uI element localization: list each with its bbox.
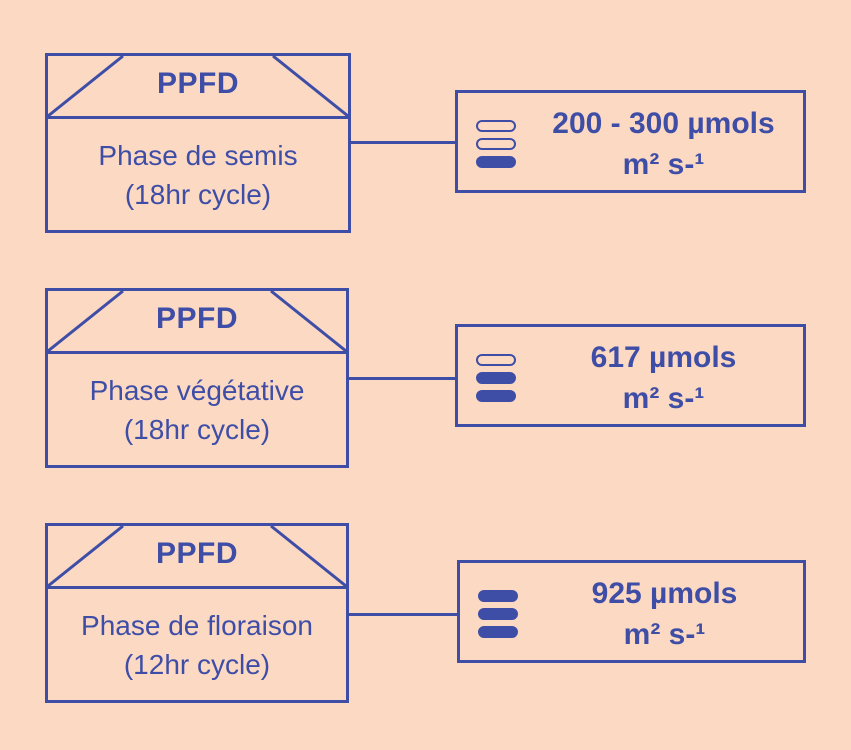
level-bar-filled xyxy=(476,372,516,384)
light-intensity-low-icon xyxy=(476,120,522,170)
value-text: 925 µmols m² s-¹ xyxy=(532,573,797,655)
level-bar-filled xyxy=(476,156,516,168)
ppfd-label: PPFD xyxy=(156,67,239,100)
ppfd-unit: m² s-¹ xyxy=(623,618,706,651)
connector-line xyxy=(349,613,457,616)
header-triangles xyxy=(48,291,346,351)
level-bar-filled xyxy=(478,590,518,602)
phase-header: PPFD xyxy=(48,291,346,354)
ppfd-unit: m² s-¹ xyxy=(622,382,705,415)
value-text: 617 µmols m² s-¹ xyxy=(530,337,797,419)
level-bar-empty xyxy=(476,120,516,132)
level-bar-empty xyxy=(476,354,516,366)
phase-name: Phase de semis xyxy=(98,139,298,171)
phase-body: Phase végétative (18hr cycle) xyxy=(48,354,346,465)
phase-header: PPFD xyxy=(48,526,346,589)
phase-cycle: (18hr cycle) xyxy=(124,178,272,210)
phase-name: Phase végétative xyxy=(89,374,305,406)
phase-cycle: (12hr cycle) xyxy=(123,648,271,680)
level-bar-filled xyxy=(476,390,516,402)
phase-name: Phase de floraison xyxy=(81,609,313,641)
phase-box-floraison: PPFD Phase de floraison (12hr cycle) xyxy=(45,523,349,703)
phase-body: Phase de floraison (12hr cycle) xyxy=(48,589,346,700)
phase-header: PPFD xyxy=(48,56,348,119)
connector-line xyxy=(351,141,455,144)
ppfd-value: 925 µmols xyxy=(591,577,738,610)
header-triangles xyxy=(48,56,348,116)
value-text: 200 - 300 µmols m² s-¹ xyxy=(530,103,797,185)
phase-box-vegetative: PPFD Phase végétative (18hr cycle) xyxy=(45,288,349,468)
value-box-vegetative: 617 µmols m² s-¹ xyxy=(455,324,806,427)
ppfd-label: PPFD xyxy=(155,537,238,570)
phase-body: Phase de semis (18hr cycle) xyxy=(48,119,348,230)
light-intensity-high-icon xyxy=(478,590,524,640)
ppfd-label: PPFD xyxy=(155,302,238,335)
level-bar-filled xyxy=(478,608,518,620)
ppfd-value: 200 - 300 µmols xyxy=(552,107,775,140)
phase-box-semis: PPFD Phase de semis (18hr cycle) xyxy=(45,53,351,233)
connector-line xyxy=(349,377,455,380)
level-bar-empty xyxy=(476,138,516,150)
value-box-floraison: 925 µmols m² s-¹ xyxy=(457,560,806,663)
value-box-semis: 200 - 300 µmols m² s-¹ xyxy=(455,90,806,193)
level-bar-filled xyxy=(478,626,518,638)
header-triangles xyxy=(48,526,346,586)
ppfd-value: 617 µmols xyxy=(590,341,737,374)
light-intensity-medium-icon xyxy=(476,354,522,404)
phase-cycle: (18hr cycle) xyxy=(123,413,271,445)
ppfd-unit: m² s-¹ xyxy=(622,148,705,181)
